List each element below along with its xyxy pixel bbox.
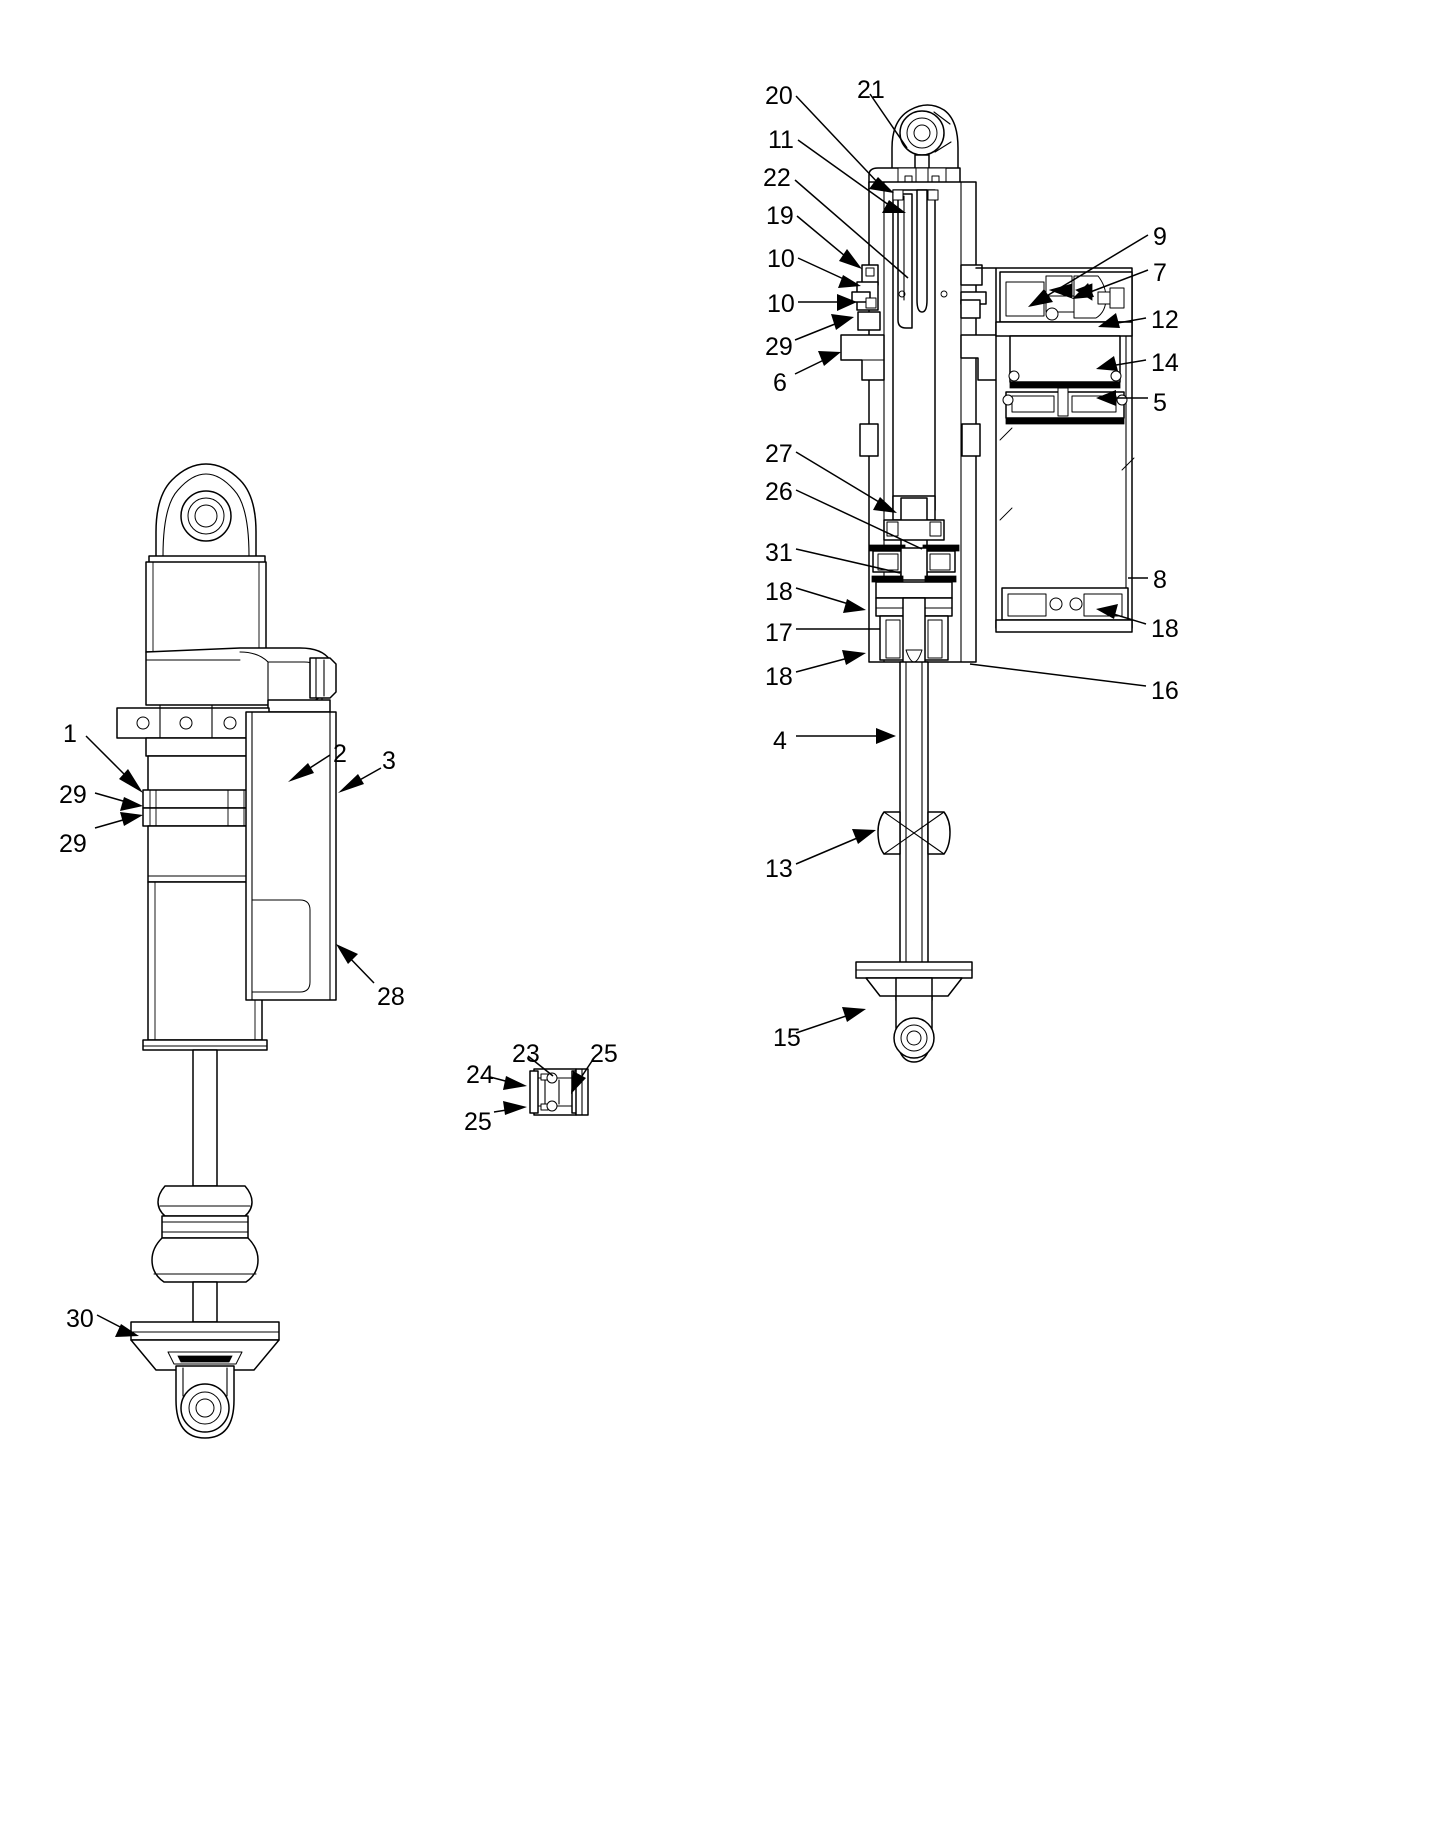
callout-23: 23 xyxy=(512,1040,540,1068)
section-mid-guides xyxy=(859,423,981,457)
left-exterior-assembly xyxy=(85,463,382,1439)
section-lower-spring-plate xyxy=(855,961,973,1001)
callout-18-reservoir: 18 xyxy=(1151,615,1179,643)
callout-18-upper: 18 xyxy=(765,578,793,606)
callout-12: 12 xyxy=(1151,306,1179,334)
bump-stop xyxy=(151,1185,259,1323)
callout-29-lower: 29 xyxy=(59,830,87,858)
callout-29-section: 29 xyxy=(765,333,793,361)
callout-18-lower: 18 xyxy=(765,663,793,691)
callout-7: 7 xyxy=(1153,259,1167,287)
lower-spring-seat xyxy=(130,1321,280,1371)
mid-tube-with-rings xyxy=(142,755,268,883)
callout-19: 19 xyxy=(766,202,794,230)
callout-26: 26 xyxy=(765,478,793,506)
callout-27: 27 xyxy=(765,440,793,468)
callout-11: 11 xyxy=(768,126,794,154)
callout-9: 9 xyxy=(1153,223,1167,251)
mounting-flange xyxy=(116,704,270,757)
callout-4: 4 xyxy=(773,727,787,755)
section-upper-eyelet xyxy=(891,104,959,176)
callout-31: 31 xyxy=(765,539,793,567)
callout-30: 30 xyxy=(66,1305,94,1333)
section-lower-eyelet xyxy=(893,995,935,1063)
callout-6: 6 xyxy=(773,369,787,397)
callout-17: 17 xyxy=(765,619,793,647)
left-leader-lines xyxy=(85,735,382,1337)
lower-eyelet-mount xyxy=(175,1365,235,1439)
right-cross-section xyxy=(794,93,1149,1063)
callout-28: 28 xyxy=(377,983,405,1011)
center-seal-detail xyxy=(489,1055,595,1116)
callout-2: 2 xyxy=(333,740,347,768)
right-leader-lines xyxy=(794,93,1149,1034)
callout-20: 20 xyxy=(765,82,793,110)
section-reservoir xyxy=(975,267,1135,633)
section-piston-valve-stack xyxy=(868,495,960,669)
callout-15: 15 xyxy=(773,1024,801,1052)
lower-body-tube xyxy=(142,881,268,1051)
piston-rod xyxy=(192,1049,218,1187)
callout-3: 3 xyxy=(382,747,396,775)
callout-21: 21 xyxy=(857,76,885,104)
callout-24: 24 xyxy=(466,1061,494,1089)
adjuster-knob-assembly xyxy=(145,647,337,713)
reservoir-body xyxy=(245,711,337,1001)
callout-8: 8 xyxy=(1153,566,1167,594)
callout-5: 5 xyxy=(1153,389,1167,417)
callout-10-upper: 10 xyxy=(767,245,795,273)
callout-13: 13 xyxy=(765,855,793,883)
callout-29-upper: 29 xyxy=(59,781,87,809)
callout-16: 16 xyxy=(1151,677,1179,705)
callout-25-left: 25 xyxy=(464,1108,492,1136)
detail-leader-lines xyxy=(489,1055,595,1115)
callout-14: 14 xyxy=(1151,349,1179,377)
callout-22: 22 xyxy=(763,164,791,192)
main-upper-cylinder xyxy=(145,561,267,653)
upper-eyelet-mount xyxy=(155,463,257,563)
callout-10-lower: 10 xyxy=(767,290,795,318)
section-bump-stop xyxy=(877,811,951,855)
section-piston-rod xyxy=(899,661,929,971)
callout-25-right: 25 xyxy=(590,1040,618,1068)
callout-1: 1 xyxy=(63,720,77,748)
section-inner-gas-chamber xyxy=(892,189,948,511)
section-left-ports xyxy=(840,264,1001,381)
